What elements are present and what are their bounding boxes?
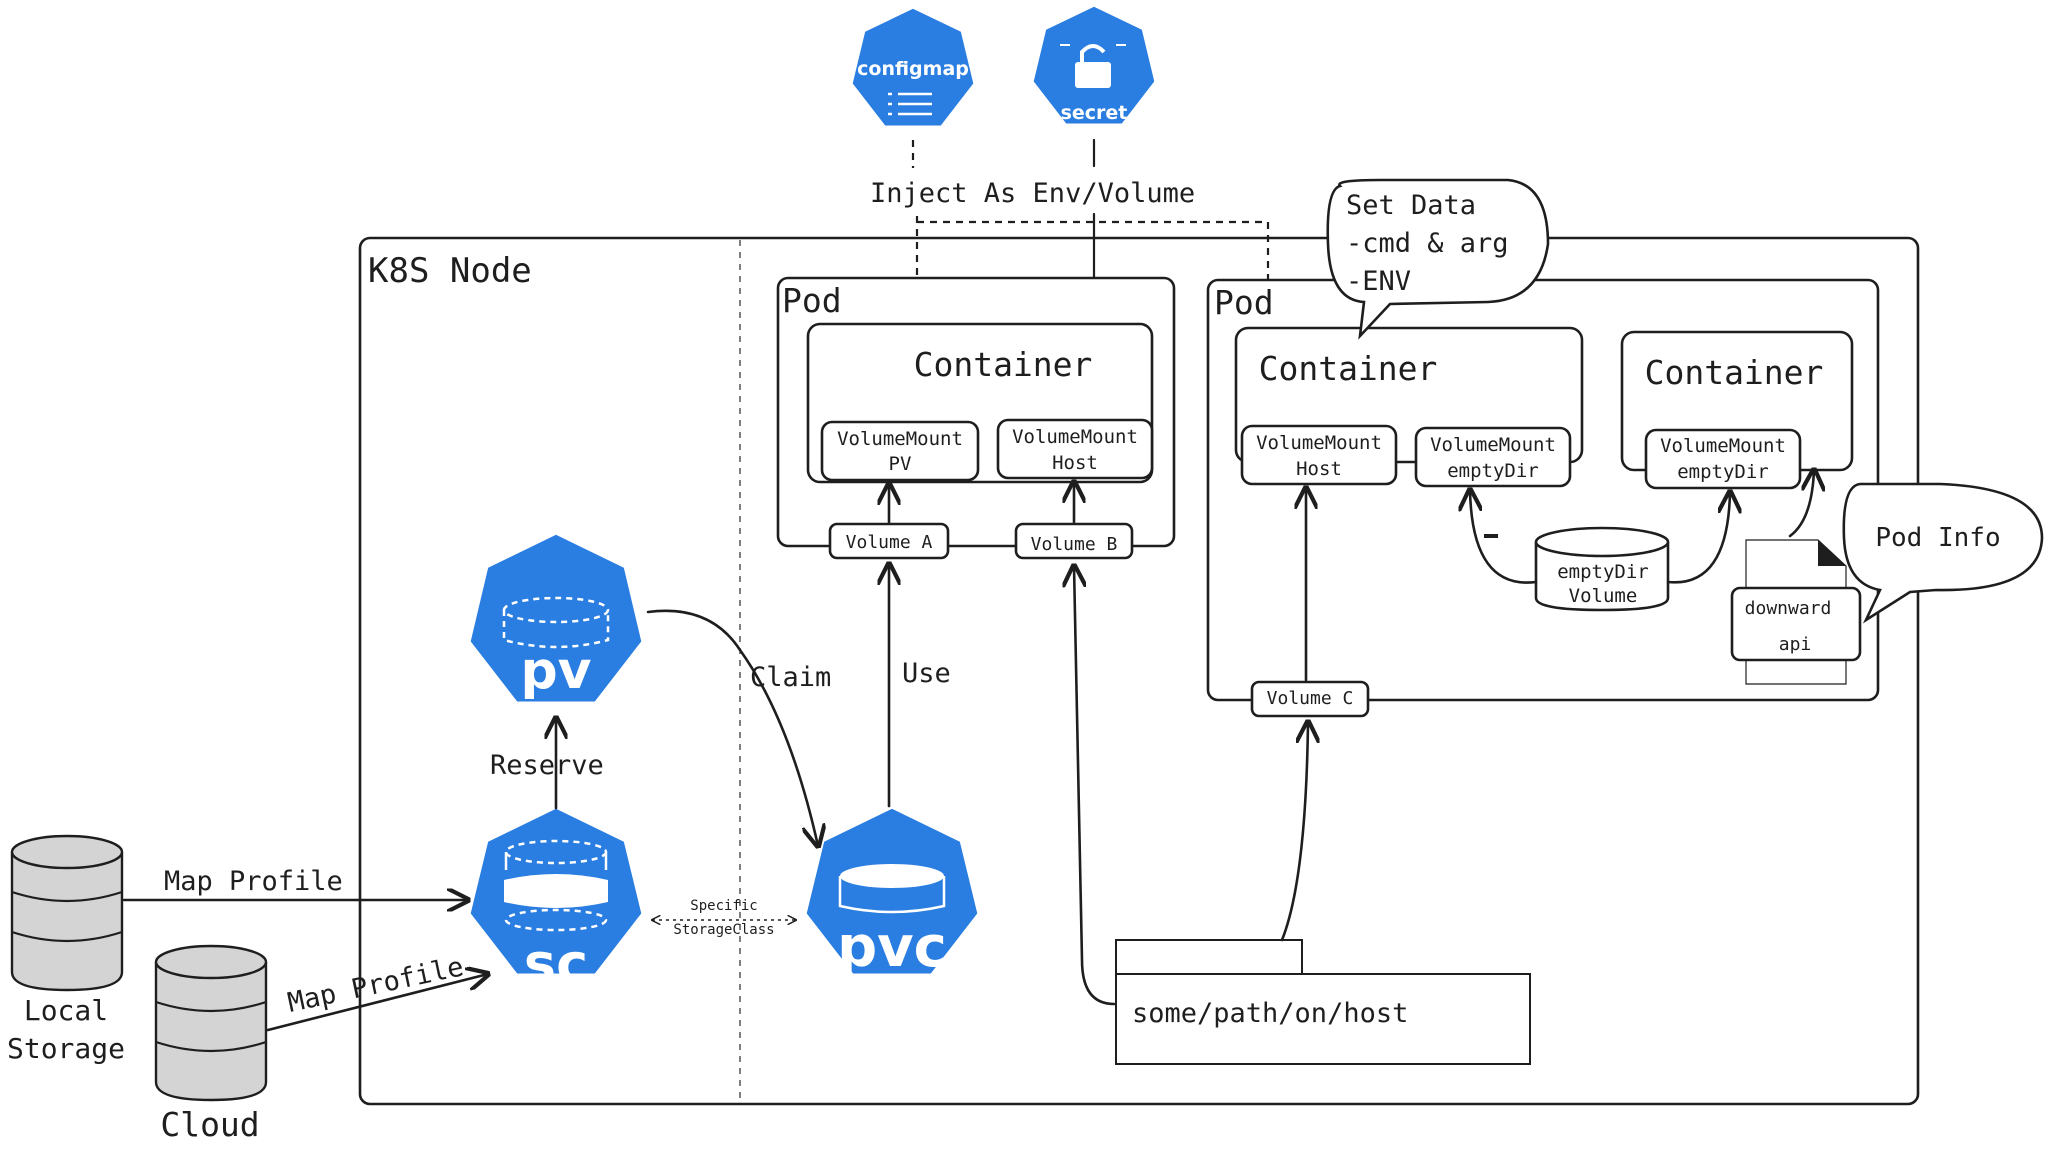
svg-text:secret: secret [1061, 102, 1128, 124]
pvc-icon: pvc [801, 803, 983, 980]
pod1-title: Pod [782, 281, 842, 320]
svg-text:Host: Host [1296, 458, 1342, 480]
volume-mount-pv: VolumeMount PV [820, 420, 980, 482]
secret-icon: secret [1028, 1, 1160, 129]
cloud-label: Cloud [160, 1105, 259, 1144]
local-storage-icon [10, 834, 124, 992]
svg-text:pv: pv [520, 641, 591, 701]
map-profile-label-1: Map Profile [164, 866, 343, 897]
claim-label: Claim [750, 662, 831, 693]
svg-text:pvc: pvc [837, 915, 947, 980]
specific-sc-label-1: Specific [690, 898, 757, 914]
cloud-storage-icon [154, 944, 268, 1102]
svg-text:VolumeMount: VolumeMount [837, 428, 963, 450]
arrow-host-to-volume-b [1074, 566, 1116, 1006]
svg-text:emptyDir: emptyDir [1677, 461, 1769, 483]
volume-mount-emptydir-2: VolumeMount emptyDir [1644, 428, 1802, 490]
svg-text:Volume B: Volume B [1031, 534, 1118, 555]
svg-text:Volume A: Volume A [846, 532, 933, 553]
arrow-emptydir-to-mount-2 [1666, 492, 1730, 584]
local-storage-label-2: Storage [7, 1032, 125, 1065]
local-storage-label-1: Local [24, 994, 108, 1027]
svg-text:Pod Info: Pod Info [1875, 523, 2000, 553]
specific-sc-label-2: StorageClass [673, 922, 774, 938]
pod2-container-2-label: Container [1645, 353, 1824, 392]
pod1-container-label: Container [914, 345, 1093, 384]
svg-text:VolumeMount: VolumeMount [1012, 426, 1138, 448]
svg-text:PV: PV [889, 453, 912, 475]
emptydir-marker [1484, 534, 1498, 538]
host-path-label: some/path/on/host [1132, 998, 1408, 1029]
volume-c: Volume C [1250, 680, 1370, 718]
svg-text:api: api [1779, 634, 1812, 655]
svg-text:VolumeMount: VolumeMount [1660, 435, 1786, 457]
configmap-to-pod2-connector [917, 220, 1270, 280]
svg-text:emptyDir: emptyDir [1557, 561, 1649, 583]
svg-text:-ENV: -ENV [1346, 266, 1411, 297]
volume-b: Volume B [1014, 522, 1134, 560]
arrow-cloud-to-sc [266, 974, 488, 1032]
volume-a: Volume A [828, 522, 950, 560]
svg-text:Host: Host [1052, 452, 1098, 474]
svg-text:Volume C: Volume C [1267, 688, 1354, 709]
map-profile-label-2: Map Profile [285, 951, 466, 1018]
k8s-node-title: K8S Node [368, 251, 532, 291]
sc-icon: sc [465, 803, 647, 995]
host-path-folder: some/path/on/host [1115, 939, 1531, 1065]
arrow-emptydir-to-mount-1 [1470, 490, 1538, 584]
pv-icon: pv [465, 529, 647, 707]
arrow-downward-to-mount [1788, 470, 1814, 538]
emptydir-volume: emptyDir Volume [1534, 526, 1670, 612]
arrow-pv-to-pvc [646, 609, 818, 846]
use-label: Use [902, 658, 951, 689]
k8s-node-frame [358, 236, 1920, 1106]
svg-text:configmap: configmap [857, 58, 969, 80]
svg-text:VolumeMount: VolumeMount [1256, 432, 1382, 454]
pod1-frame [776, 276, 1176, 548]
configmap-icon: configmap [847, 3, 979, 131]
pod2-container-1-label: Container [1259, 349, 1438, 388]
downward-api: downward api [1730, 539, 1862, 685]
svg-text:Set Data: Set Data [1346, 190, 1476, 221]
arrow-host-to-volume-c [1280, 722, 1308, 942]
svg-text:-cmd & arg: -cmd & arg [1346, 228, 1509, 259]
volume-mount-host-pod1: VolumeMount Host [996, 418, 1154, 480]
set-data-callout: Set Data -cmd & arg -ENV [1326, 178, 1550, 340]
svg-text:sc: sc [524, 932, 588, 995]
pod-info-callout: Pod Info [1842, 482, 2044, 624]
svg-text:VolumeMount: VolumeMount [1430, 434, 1556, 456]
svg-text:Volume: Volume [1569, 585, 1638, 607]
lock-icon [1060, 44, 1126, 88]
reserve-label: Reserve [490, 750, 604, 781]
svg-text:downward: downward [1745, 598, 1832, 619]
volume-mount-host-pod2: VolumeMount Host [1240, 424, 1398, 486]
volume-mount-emptydir-1: VolumeMount emptyDir [1414, 426, 1572, 488]
configmap-connector [911, 140, 919, 276]
svg-text:emptyDir: emptyDir [1447, 460, 1539, 482]
inject-label: Inject As Env/Volume [870, 178, 1195, 209]
pod2-title: Pod [1214, 283, 1274, 322]
